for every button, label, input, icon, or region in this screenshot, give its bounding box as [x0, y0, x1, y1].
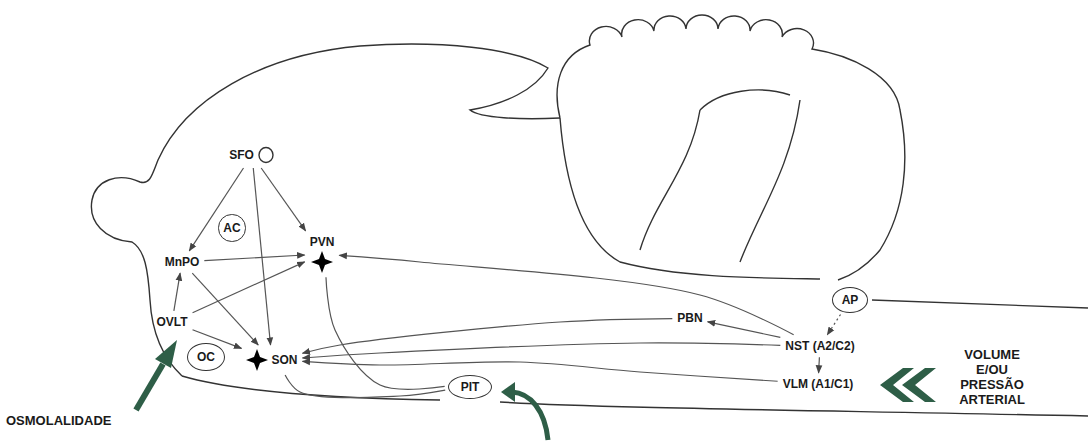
- cerebellum-outline: [557, 15, 905, 280]
- cerebellum-lower-edge: [560, 118, 820, 279]
- input-arrow: [136, 364, 163, 410]
- node-text: PBN: [677, 311, 702, 325]
- cerebellum-fold: [640, 110, 700, 250]
- node-text: MnPO: [165, 255, 200, 269]
- connector-arrow: [285, 375, 445, 398]
- connector-arrow: [193, 262, 305, 313]
- connector-arrow: [339, 255, 793, 334]
- node-text: VLM (A1/C1): [783, 377, 854, 391]
- connector-arrow: [303, 319, 673, 354]
- connector-arrow: [818, 357, 820, 373]
- organ-label: SFO: [227, 145, 277, 165]
- node-text: PVN: [310, 235, 335, 249]
- area-postrema-oval: AP: [832, 287, 869, 313]
- node-text: AC: [223, 221, 240, 235]
- node-text: PIT: [461, 380, 480, 394]
- nucleus-star: [246, 349, 268, 371]
- node-text: AP: [842, 293, 859, 307]
- organ-label: OVLT: [154, 314, 189, 330]
- connector-arrow: [204, 255, 304, 261]
- connector-arrow: [192, 273, 258, 345]
- nucleus-star: [246, 349, 268, 371]
- connector-arrow: [326, 277, 445, 389]
- brainstem-outline: [872, 300, 1088, 308]
- organ-circle: [257, 146, 275, 164]
- input-label: VOLUME E/OU PRESSÃO ARTERIAL: [948, 348, 1036, 408]
- organ-circle: [259, 148, 273, 163]
- input-arrow: [155, 340, 177, 368]
- chiasm-oval: OC: [187, 343, 225, 371]
- nucleus-label: MnPO: [163, 254, 202, 270]
- pituitary-oval: PIT: [448, 375, 493, 399]
- connector-arrow: [303, 343, 781, 358]
- forebrain-outline: [91, 44, 560, 376]
- input-chevron: [902, 368, 936, 402]
- nucleus-label: VLM (A1/C1): [781, 376, 856, 392]
- input-label: OSMOLALIDADE: [6, 414, 111, 429]
- node-text: SON: [271, 353, 297, 367]
- cerebellum-fold: [740, 100, 800, 262]
- node-text: OC: [197, 350, 215, 364]
- cerebellum-fold: [700, 90, 790, 110]
- nucleus-star: [311, 251, 333, 273]
- node-text: OVLT: [156, 315, 187, 329]
- nucleus-label: SON: [244, 348, 299, 372]
- commissure-circle: AC: [218, 214, 245, 241]
- connector-arrow: [827, 315, 840, 335]
- nucleus-label: PVN: [308, 234, 337, 274]
- nucleus-label: PBN: [675, 310, 704, 326]
- node-text: NST (A2/C2): [785, 339, 854, 353]
- nucleus-label: NST (A2/C2): [783, 338, 856, 354]
- connector-arrow: [708, 322, 781, 338]
- connector-arrow: [261, 168, 305, 231]
- nucleus-star: [311, 251, 333, 273]
- connector-arrow: [303, 361, 778, 381]
- node-text: SFO: [229, 148, 254, 162]
- output-arrow: [501, 382, 515, 402]
- connector-arrow: [174, 273, 180, 311]
- output-arrow: [512, 392, 548, 440]
